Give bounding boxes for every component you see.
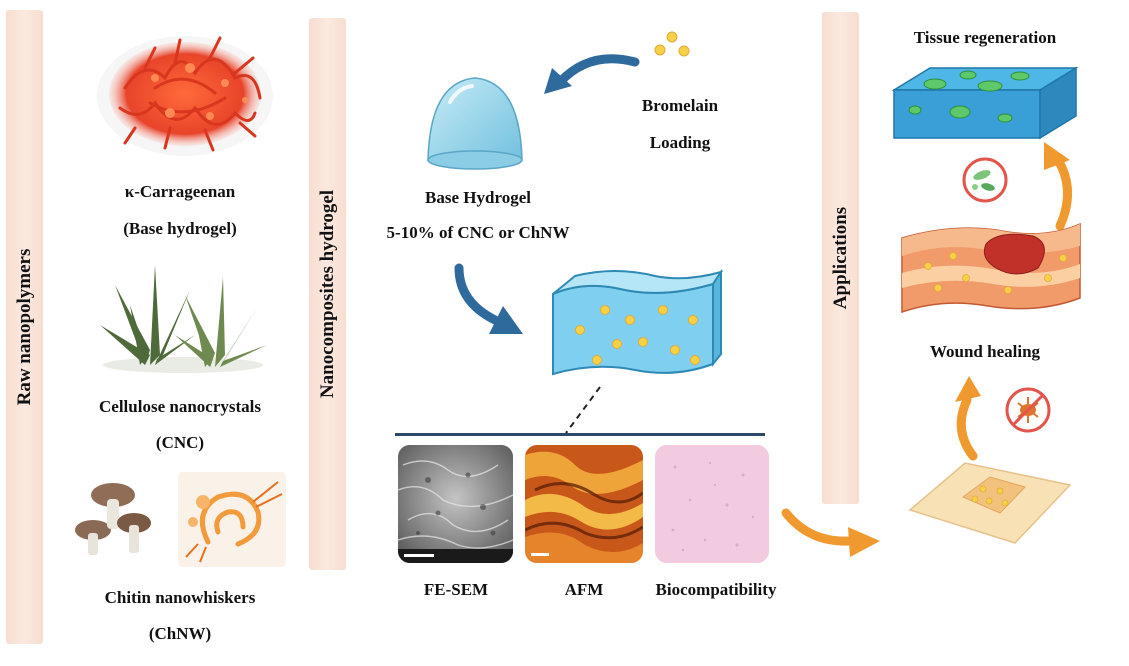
raw-nanopolymers-band: Raw nanopolymers	[6, 10, 43, 644]
afm-label: AFM	[564, 580, 604, 599]
cnc-abbr: (CNC)	[155, 433, 205, 452]
chnw-name: Chitin nanowhiskers	[104, 588, 256, 607]
fe-sem-label: FE-SEM	[423, 580, 489, 599]
mushroom-icon	[75, 483, 151, 555]
wound-dressing-patch-icon	[908, 462, 1072, 544]
loading-label: Loading	[649, 133, 711, 152]
loading-arrow	[544, 54, 640, 94]
upward-arrow-top	[1044, 142, 1073, 231]
raw-nanopolymers-label: Raw nanopolymers	[13, 248, 35, 406]
wound-skin-icon	[901, 222, 1081, 314]
hydrogel-block-icon	[552, 268, 724, 376]
base-hydrogel-detail: 5-10% of CNC or ChNW	[386, 223, 570, 242]
fe-sem-image	[398, 445, 513, 563]
to-application-arrow	[781, 508, 880, 557]
cnc-name: Cellulose nanocrystals	[99, 397, 261, 416]
applications-label: Applications	[829, 206, 851, 310]
wound-healing-label: Wound healing	[929, 342, 1041, 361]
nanocomposites-band: Nanocomposites hydrogel	[309, 18, 346, 570]
carrageenan-name: κ-Carrageenan	[124, 182, 236, 201]
bromelain-dots-icon	[654, 31, 690, 57]
shrimp-icon	[178, 472, 286, 567]
bacteria-icon	[962, 157, 1008, 203]
carrageenan-role: (Base hydrogel)	[123, 219, 237, 238]
base-hydrogel-title: Base Hydrogel	[425, 188, 531, 207]
pineapple-plant-icon	[100, 265, 267, 373]
characterization-divider	[395, 433, 765, 436]
tissue-block-icon	[891, 66, 1079, 140]
biocompatibility-image	[655, 445, 769, 563]
tissue-regeneration-label: Tissue regeneration	[913, 28, 1057, 47]
formation-arrow	[454, 263, 523, 334]
nanocomposites-label: Nanocomposites hydrogel	[316, 189, 338, 399]
biocompatibility-label: Biocompatibility	[655, 580, 777, 599]
red-seaweed-icon	[97, 36, 273, 156]
upward-arrow-bottom	[955, 376, 981, 461]
afm-image	[525, 445, 643, 563]
hydrogel-dome-icon	[427, 77, 523, 170]
zoom-dashed-line	[565, 386, 601, 434]
chnw-abbr: (ChNW)	[148, 624, 212, 643]
bromelain-label: Bromelain	[641, 96, 719, 115]
antibacterial-icon	[1005, 387, 1051, 433]
applications-band: Applications	[822, 12, 859, 504]
